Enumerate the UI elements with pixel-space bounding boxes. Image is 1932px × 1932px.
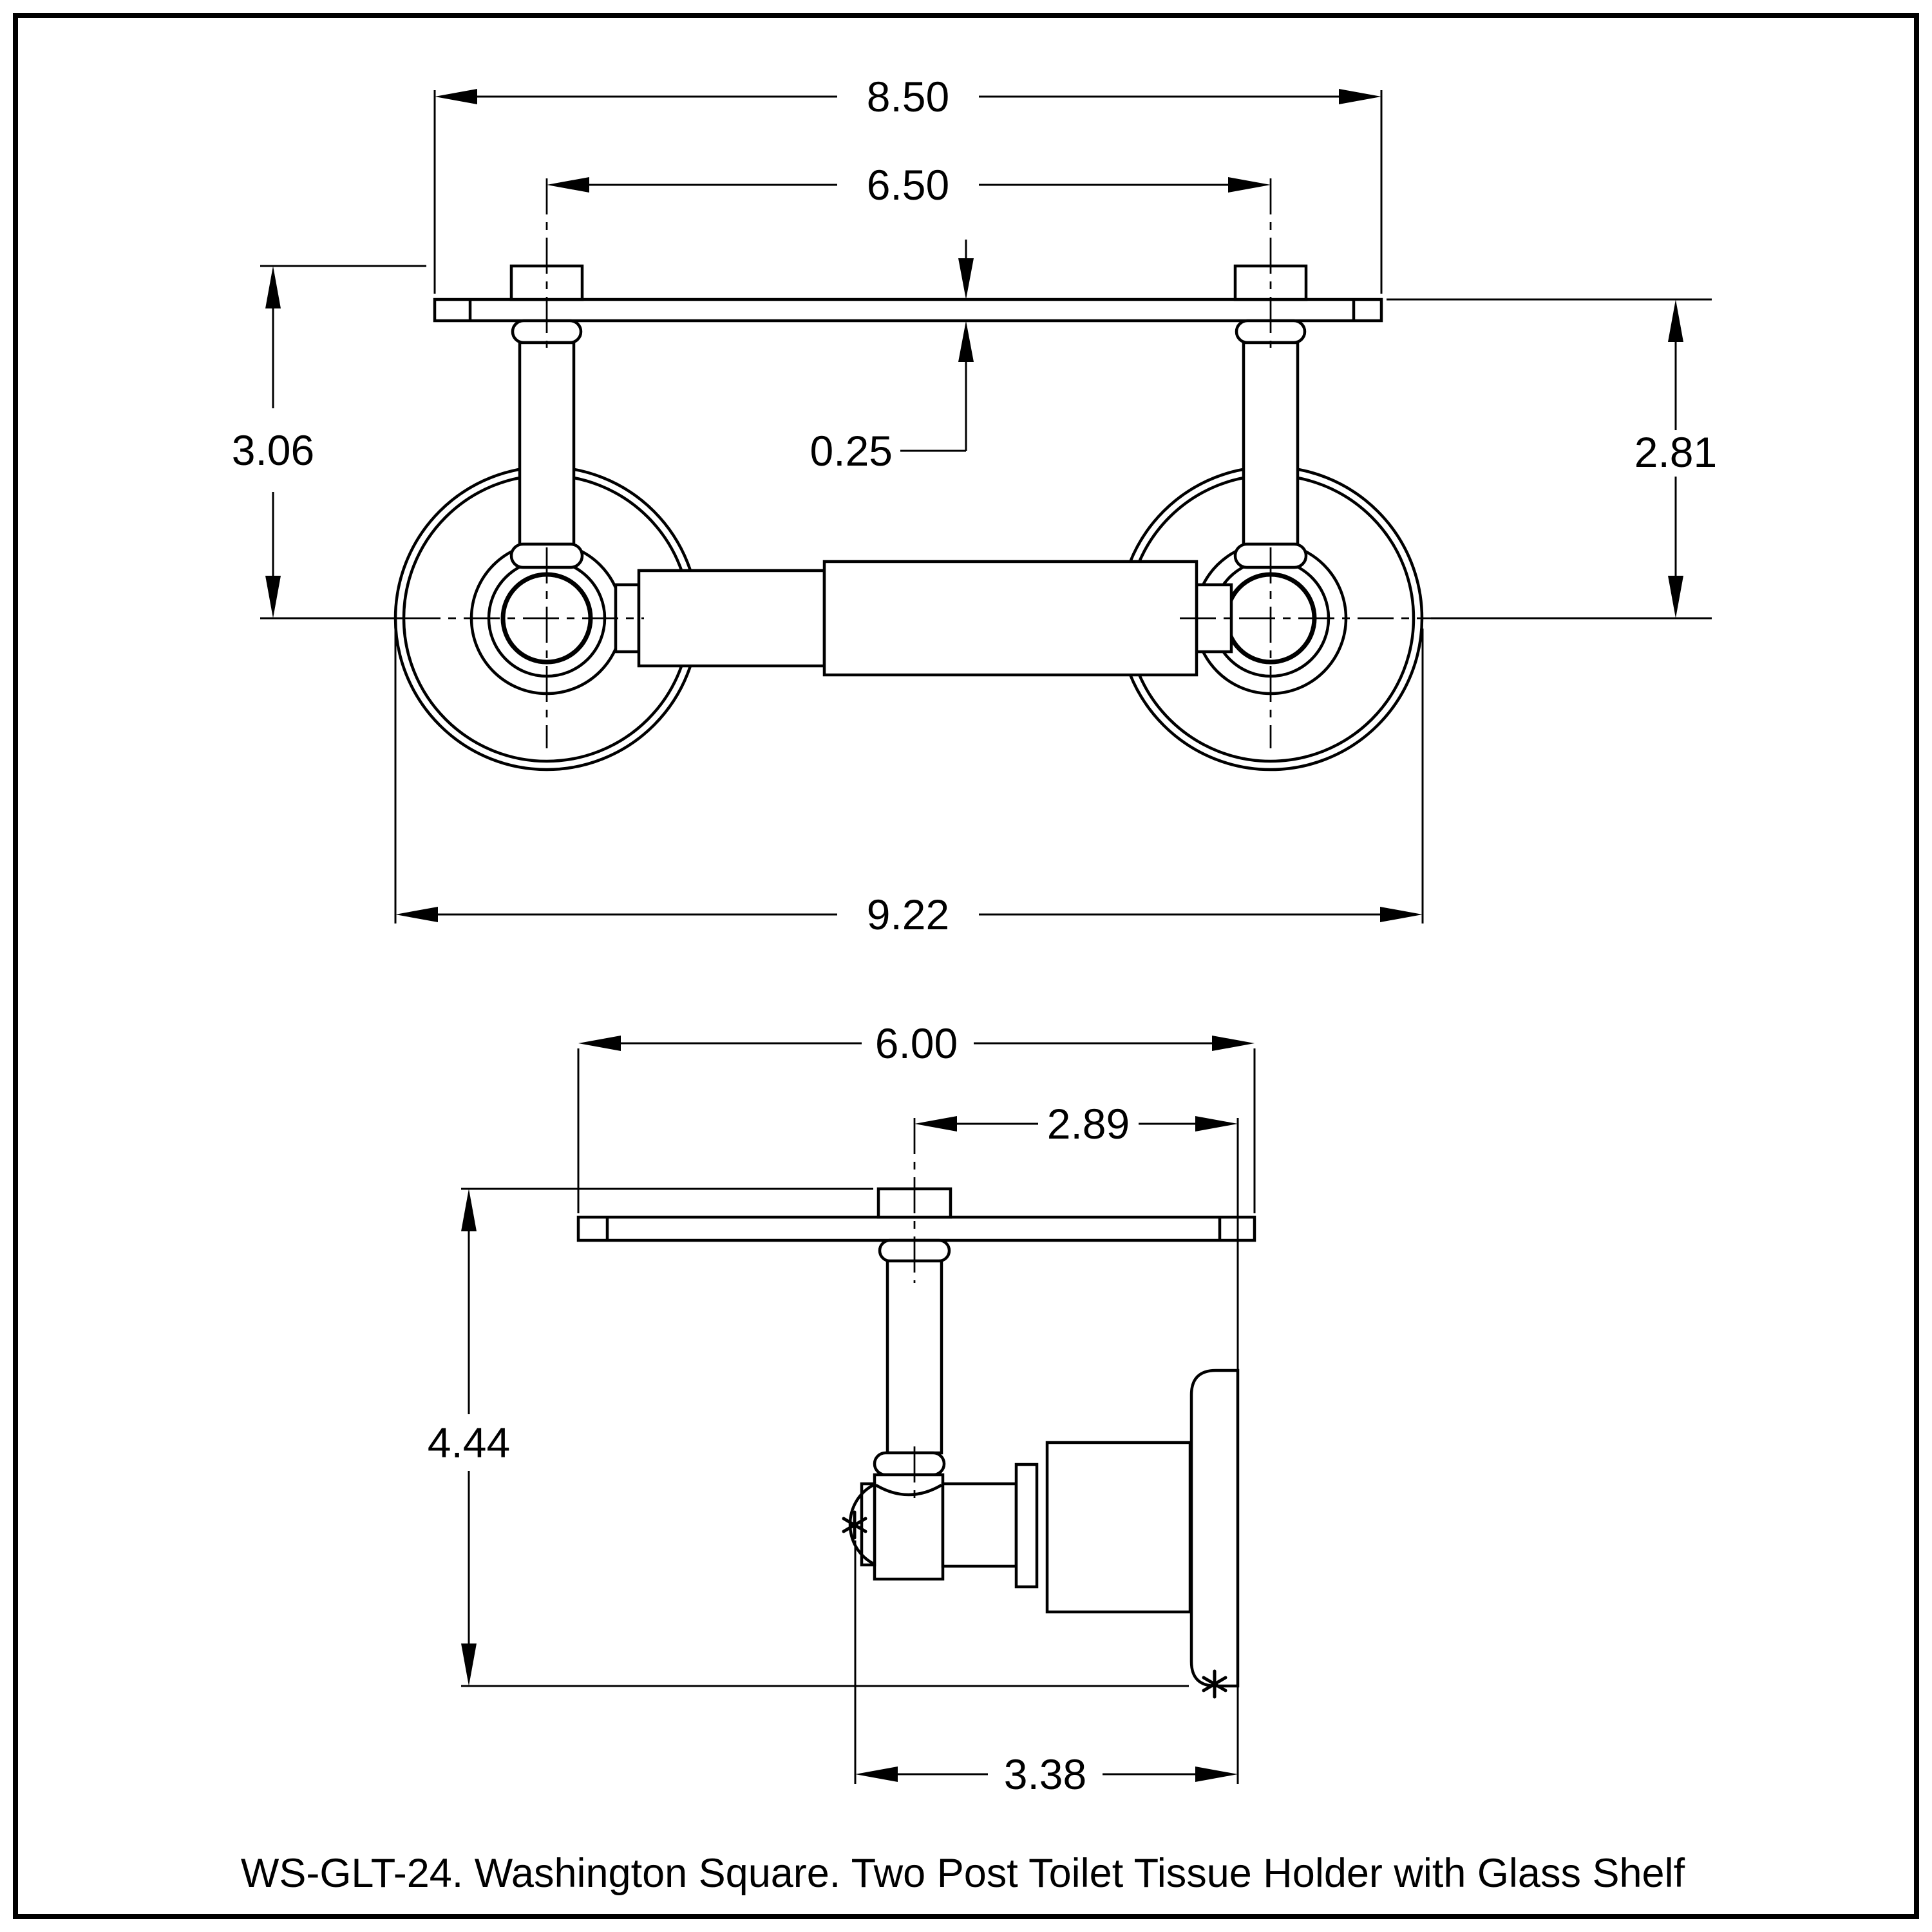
dim-label-post-to-wall: 2.89 bbox=[1047, 1100, 1130, 1148]
roller-narrow-section bbox=[637, 569, 826, 668]
side-post bbox=[873, 1187, 952, 1477]
arrowhead-right-icon bbox=[1339, 89, 1381, 104]
drawing-caption: WS-GLT-24. Washington Square. Two Post T… bbox=[241, 1851, 1685, 1896]
dimension-post-spacing: 6.50 bbox=[547, 161, 1271, 209]
arrowhead-up-icon bbox=[265, 266, 281, 308]
arrowhead-left-icon bbox=[855, 1766, 898, 1782]
arrowhead-up-icon bbox=[461, 1189, 477, 1231]
dim-label-projection: 3.38 bbox=[1004, 1750, 1086, 1798]
mount-body bbox=[1045, 1441, 1192, 1614]
spindle-front-button bbox=[860, 1482, 876, 1567]
arrowhead-down-icon bbox=[958, 258, 974, 299]
arrowhead-down-icon bbox=[461, 1643, 477, 1686]
front-centerlines bbox=[404, 178, 1431, 748]
arrowhead-up-icon bbox=[1668, 299, 1683, 342]
arrowhead-left-icon bbox=[914, 1116, 957, 1132]
dim-label-right-drop: 2.81 bbox=[1634, 428, 1717, 476]
arrowhead-down-icon bbox=[265, 576, 281, 618]
side-spindle-assembly bbox=[848, 1368, 1240, 1688]
dim-label-shelf-depth: 6.00 bbox=[875, 1019, 958, 1067]
dimension-left-drop: 3.06 bbox=[232, 265, 426, 620]
spindle-top-curve bbox=[875, 1484, 943, 1497]
arrowhead-right-icon bbox=[1195, 1116, 1238, 1132]
page-border bbox=[13, 13, 1919, 1919]
side-post-lower-collar bbox=[873, 1451, 946, 1477]
glass-shelf-front bbox=[433, 298, 1383, 323]
arrowhead-right-icon bbox=[1380, 907, 1423, 922]
arrowhead-left-icon bbox=[435, 89, 477, 104]
arrowhead-right-icon bbox=[1212, 1036, 1255, 1051]
wall-flange-side bbox=[1189, 1368, 1240, 1688]
arrowhead-up-icon bbox=[958, 321, 974, 362]
side-view: 6.00 2.89 4.44 3.38 bbox=[428, 1019, 1256, 1798]
dimension-shelf-thickness: 0.25 bbox=[810, 240, 974, 475]
spindle-front-dome bbox=[848, 1484, 875, 1565]
dim-label-post-spacing: 6.50 bbox=[867, 161, 949, 209]
right-post-shaft bbox=[1242, 341, 1300, 546]
arrowhead-down-icon bbox=[1668, 576, 1683, 618]
arrowhead-left-icon bbox=[578, 1036, 621, 1051]
arrowhead-right-icon bbox=[1195, 1766, 1238, 1782]
roller-wide-section bbox=[822, 560, 1198, 677]
arrowhead-right-icon bbox=[1228, 177, 1271, 193]
dim-label-shelf-thickness: 0.25 bbox=[810, 427, 893, 475]
roller-bar bbox=[614, 560, 1233, 677]
side-post-shaft bbox=[886, 1259, 943, 1455]
asterisk-icon bbox=[1202, 1669, 1227, 1699]
glass-shelf-side bbox=[576, 1215, 1256, 1242]
dimension-projection: 3.38 bbox=[854, 1540, 1238, 1798]
dimension-post-to-wall: 2.89 bbox=[914, 1100, 1238, 1148]
mount-step bbox=[1014, 1463, 1039, 1589]
asterisk-icon bbox=[842, 1510, 867, 1540]
dimension-right-drop: 2.81 bbox=[1387, 298, 1717, 620]
arrowhead-left-icon bbox=[547, 177, 589, 193]
dimension-shelf-width: 8.50 bbox=[433, 73, 1383, 294]
dimension-shelf-depth: 6.00 bbox=[577, 1019, 1256, 1213]
arrowhead-left-icon bbox=[395, 907, 438, 922]
dimension-overall-height: 4.44 bbox=[428, 1188, 1189, 1687]
dim-label-overall-width: 9.22 bbox=[867, 891, 949, 938]
dim-label-overall-height: 4.44 bbox=[428, 1419, 510, 1466]
dim-label-left-drop: 3.06 bbox=[232, 426, 314, 474]
front-view: 8.50 6.50 0.25 3.06 bbox=[232, 73, 1717, 938]
dimension-overall-width: 9.22 bbox=[394, 629, 1424, 938]
left-post-shaft bbox=[518, 341, 576, 546]
spindle-axle bbox=[941, 1482, 1018, 1568]
dim-label-shelf-width: 8.50 bbox=[867, 73, 949, 120]
